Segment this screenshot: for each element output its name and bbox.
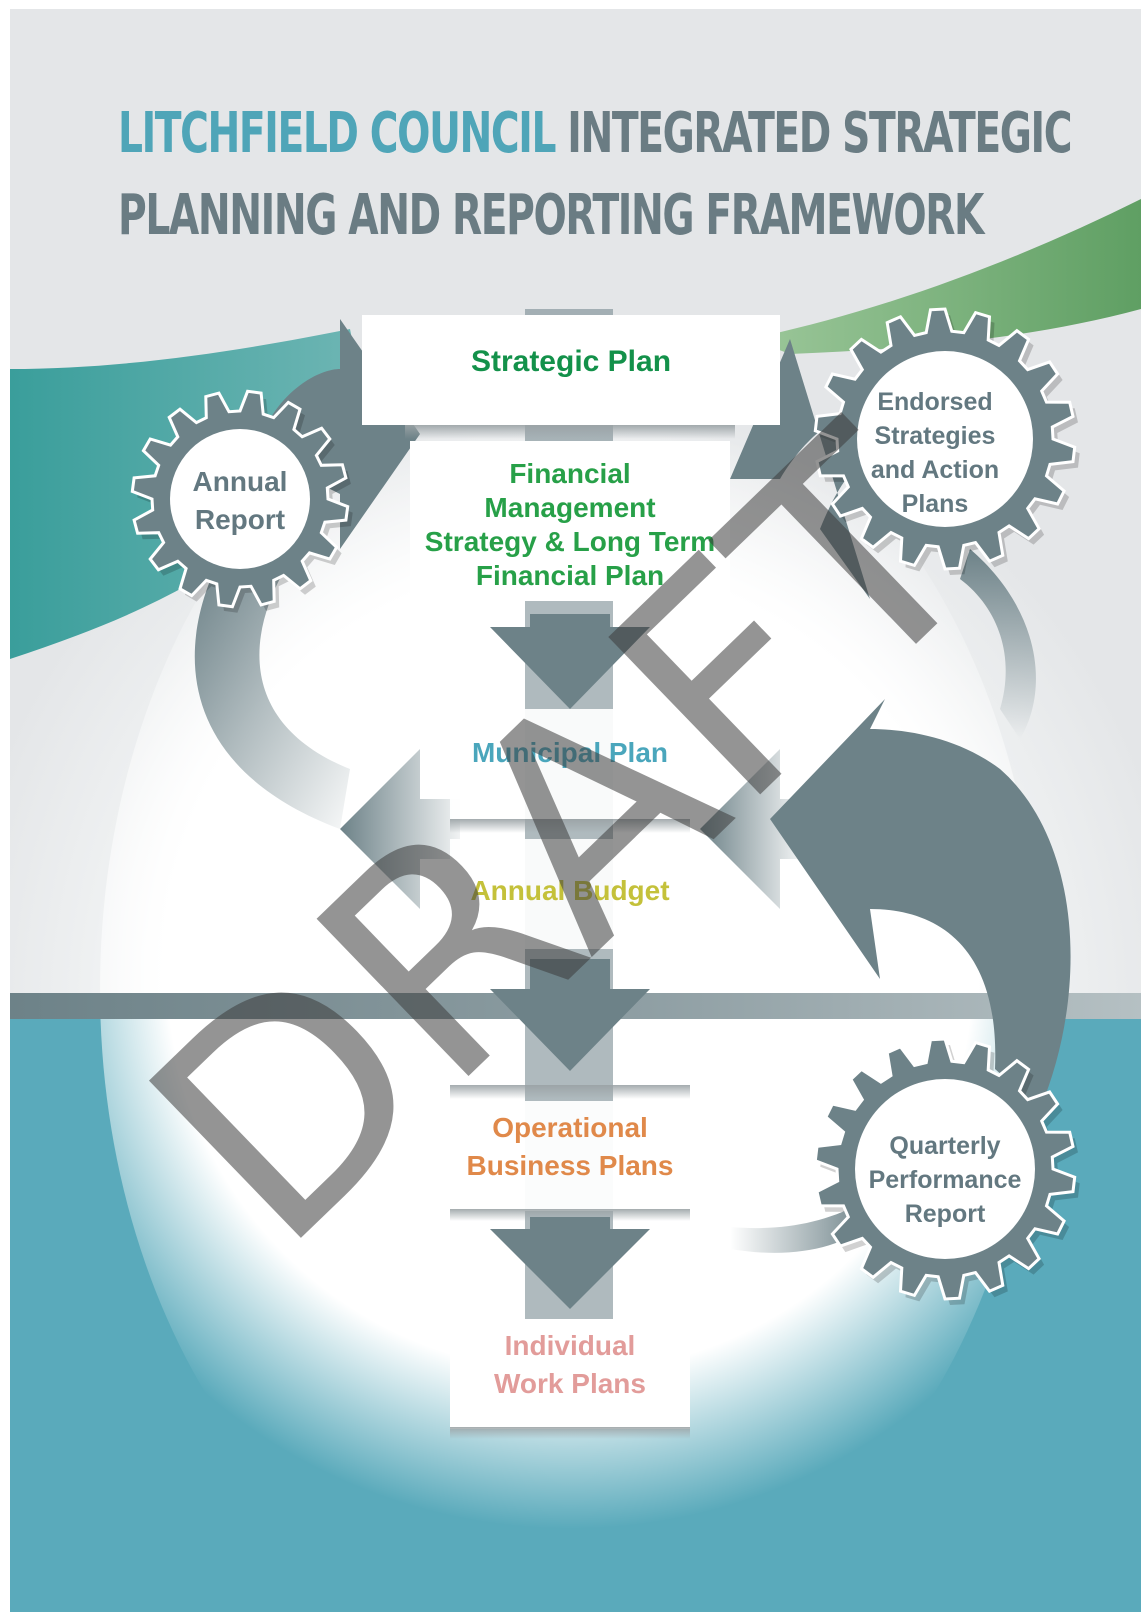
arc-endorsed <box>960 549 1036 739</box>
financial-line-2: Management <box>484 492 656 523</box>
down-arrow-3 <box>490 1217 650 1309</box>
shelf-5 <box>450 1427 690 1439</box>
financial-line-4: Financial Plan <box>475 560 665 591</box>
framework-diagram <box>10 199 1141 1612</box>
endorsed-line-1: Endorsed <box>877 388 993 416</box>
quarterly-line-3: Report <box>904 1200 986 1228</box>
plate-operational <box>450 1101 690 1211</box>
stage-strategic-plan-label: Strategic Plan <box>470 345 672 378</box>
down-arrow-2 <box>490 959 650 1071</box>
plate-strategic <box>362 315 780 425</box>
shelf-3 <box>450 1085 690 1099</box>
page-title: LITCHFIELD COUNCIL INTEGRATED STRATEGIC … <box>118 93 1072 257</box>
stage-strategic-plan: Strategic Plan <box>362 345 780 379</box>
title-accent: LITCHFIELD COUNCIL <box>118 101 556 166</box>
stage-operational-plans: Operational Business Plans <box>430 1109 710 1185</box>
gear-endorsed-strategies <box>813 307 1080 575</box>
plate-financial <box>410 441 730 601</box>
plate-budget <box>450 839 690 949</box>
gear-face <box>170 429 310 569</box>
green-band <box>750 199 1141 354</box>
operational-line-1: Operational <box>492 1112 648 1143</box>
right-side-arrow <box>700 749 800 909</box>
gear-face <box>855 1079 1035 1259</box>
arc-quarterly <box>770 699 1071 1109</box>
endorsed-line-3: and Action <box>870 456 1000 484</box>
work-plans-line-2: Work Plans <box>494 1368 646 1399</box>
financial-line-1: Financial <box>509 458 631 489</box>
title-line1-rest: INTEGRATED STRATEGIC <box>555 101 1072 166</box>
municipal-plan-label: Municipal Plan <box>471 737 669 768</box>
annual-report-label: Annual Report <box>160 463 320 539</box>
operational-line-2: Business Plans <box>466 1150 674 1181</box>
stage-work-plans: Individual Work Plans <box>430 1327 710 1403</box>
stage-municipal-plan: Municipal Plan <box>430 737 710 769</box>
framework-page: LITCHFIELD COUNCIL INTEGRATED STRATEGIC … <box>10 9 1141 1612</box>
gear-annual-report <box>130 389 353 613</box>
shelf-1 <box>405 425 735 439</box>
title-line2: PLANNING AND REPORTING FRAMEWORK <box>118 183 984 248</box>
arc-annual-report <box>194 549 350 829</box>
endorsed-line-4: Plans <box>901 490 969 518</box>
annual-budget-label: Annual Budget <box>470 875 670 906</box>
plate-work <box>450 1319 690 1429</box>
annual-report-line-1: Annual <box>192 466 288 497</box>
stage-annual-budget: Annual Budget <box>430 875 710 907</box>
endorsed-strategies-label: Endorsed Strategies and Action Plans <box>855 385 1015 521</box>
stage-financial-plan: Financial Management Strategy & Long Ter… <box>405 457 735 593</box>
shelf-2 <box>450 819 690 833</box>
gear-face <box>857 351 1033 527</box>
down-arrow-1 <box>490 614 650 709</box>
shelf-4 <box>450 1209 690 1221</box>
financial-line-3: Strategy & Long Term <box>424 526 716 557</box>
plate-municipal <box>450 709 690 819</box>
work-plans-line-1: Individual <box>504 1330 636 1361</box>
quarterly-report-label: Quarterly Performance Report <box>860 1129 1030 1231</box>
endorsed-line-2: Strategies <box>874 422 996 450</box>
annual-report-line-2: Report <box>194 504 286 535</box>
quarterly-line-1: Quarterly <box>889 1132 1001 1160</box>
quarterly-line-2: Performance <box>868 1166 1022 1194</box>
left-side-arrow <box>340 749 460 909</box>
gear-quarterly-report <box>813 1037 1080 1305</box>
